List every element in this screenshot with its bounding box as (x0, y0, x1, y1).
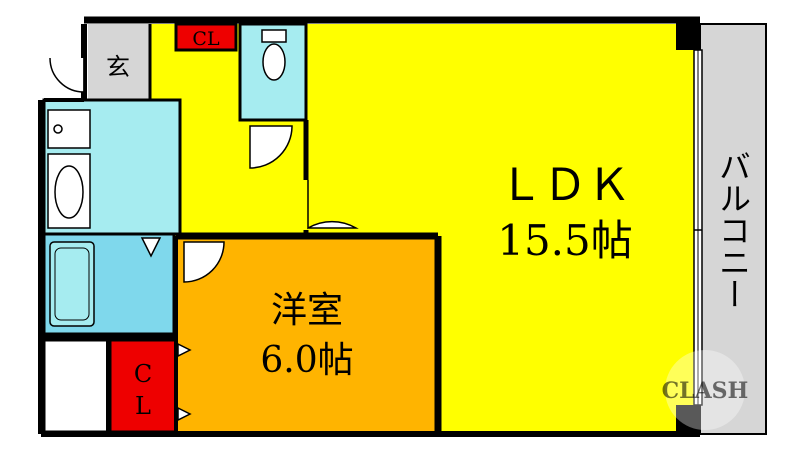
ldk-name: ＬＤＫ (499, 160, 631, 211)
bathtub (49, 241, 95, 327)
western-room-size: 6.0帖 (260, 340, 353, 381)
closet-top-label: CL (192, 28, 220, 50)
balcony-label: バルコニー (714, 150, 752, 310)
balcony (699, 23, 767, 435)
closet-top (174, 22, 238, 52)
drain-icon (53, 124, 63, 134)
closet-doors (177, 342, 192, 422)
watermark-text: CLASH (662, 378, 749, 404)
toilet-bowl (262, 43, 286, 81)
western-room (176, 236, 438, 432)
watermark-badge (665, 350, 745, 430)
western-room-name: 洋室 (271, 290, 343, 331)
washing-machine (47, 109, 91, 149)
ldk-size: 15.5帖 (497, 216, 633, 265)
closet-side-label-c: C (134, 360, 152, 388)
genkan-label: 玄 (106, 53, 130, 81)
walls (38, 16, 700, 437)
storage-box (42, 338, 110, 434)
sink-basin (54, 165, 84, 219)
closet-side-label-l: L (135, 392, 151, 420)
bathtub-inner (54, 247, 90, 321)
column-bottom-right (676, 405, 700, 435)
door-swings (49, 57, 359, 283)
genkan-area (88, 24, 150, 100)
toilet-tank (261, 29, 287, 43)
column-top-right (676, 18, 700, 50)
